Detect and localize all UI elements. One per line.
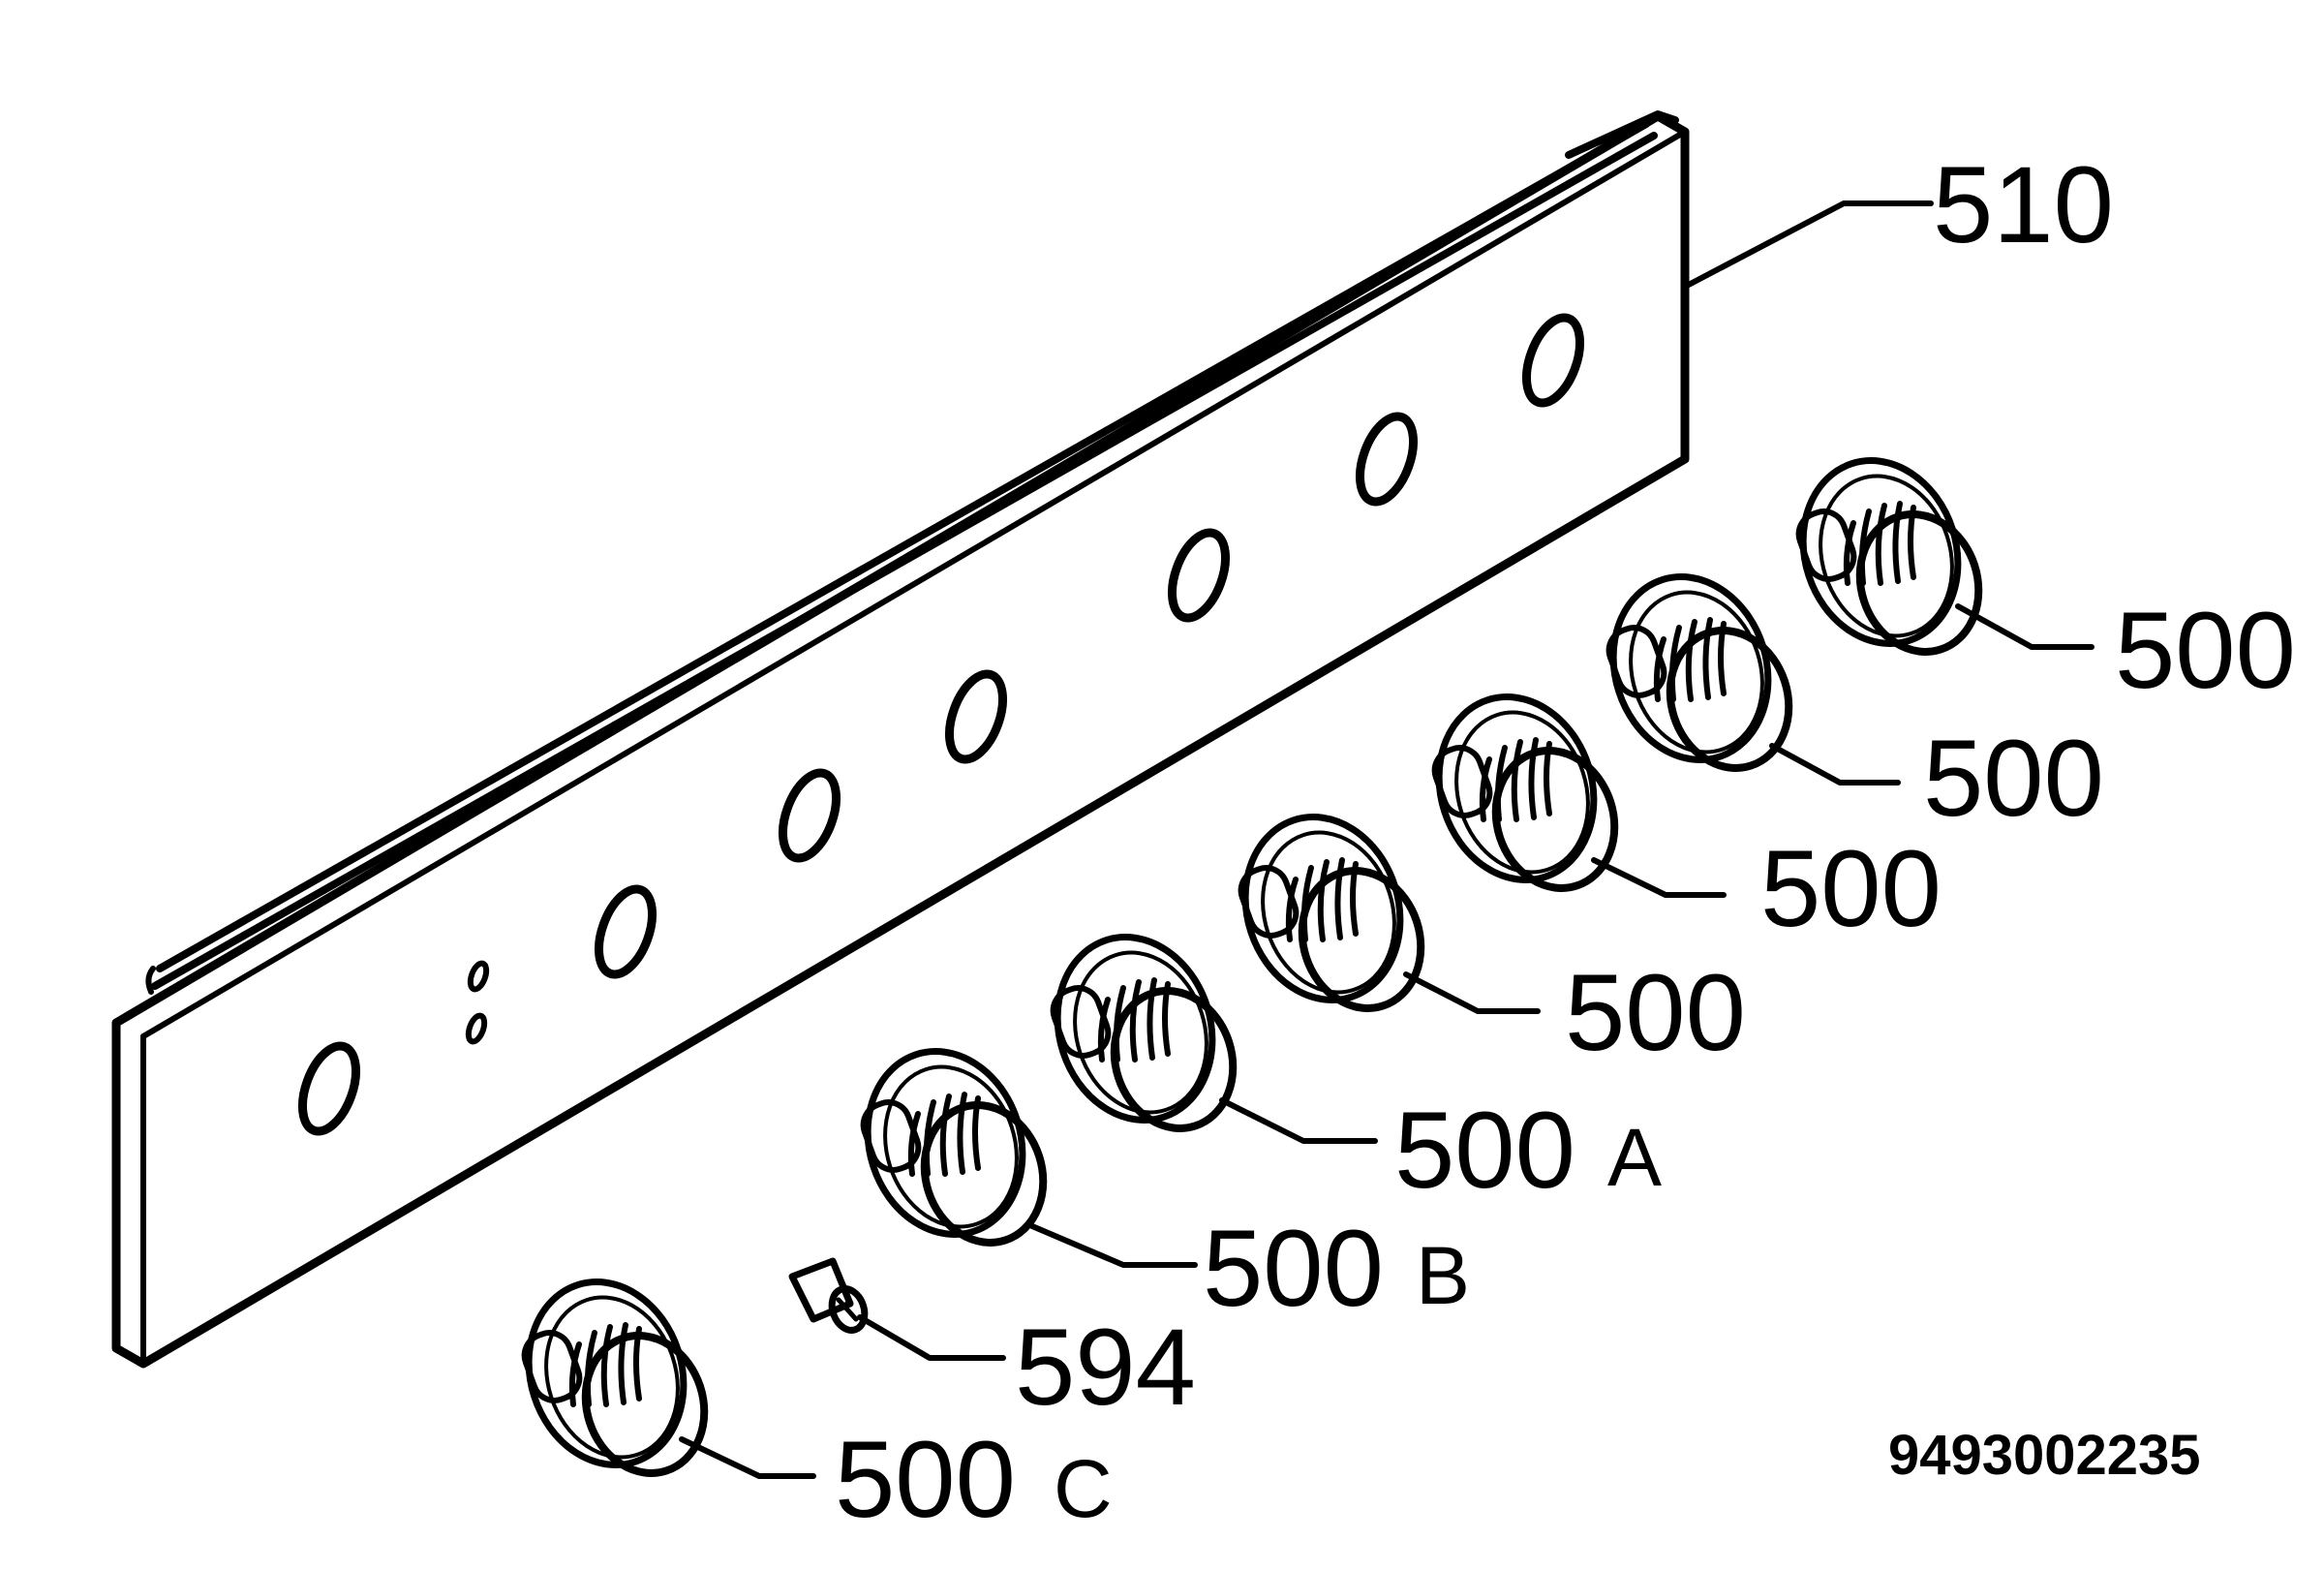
callout-500-2: 500 <box>1923 718 2104 839</box>
indicator-holes <box>465 960 490 1045</box>
control-knob <box>1222 797 1438 1024</box>
callout-500c-number: 500 <box>835 1419 1016 1540</box>
control-knob-a <box>1034 917 1250 1144</box>
control-knob-c <box>505 1262 721 1489</box>
leader-lines <box>679 200 2095 1479</box>
callout-500-1: 500 <box>2115 590 2296 711</box>
panel-holes <box>298 313 1584 1136</box>
control-knob-b <box>844 1032 1060 1258</box>
screw <box>788 1257 869 1334</box>
callout-500a-suffix: A <box>1607 1112 1662 1203</box>
callout-500b-number: 500 <box>1203 1208 1384 1329</box>
callout-500c-suffix: C <box>1054 1443 1113 1534</box>
callout-500a-number: 500 <box>1394 1090 1575 1211</box>
control-panel <box>111 110 1690 1369</box>
callout-500-3: 500 <box>1760 828 1942 949</box>
callout-500-4: 500 <box>1565 952 1746 1073</box>
callout-510: 510 <box>1933 144 2114 265</box>
callout-500b-suffix: B <box>1416 1230 1470 1321</box>
control-knob <box>1780 441 1996 667</box>
callout-594: 594 <box>1015 1307 1196 1428</box>
document-number: 9493002235 <box>1888 1424 2201 1487</box>
control-knob <box>1416 677 1632 904</box>
